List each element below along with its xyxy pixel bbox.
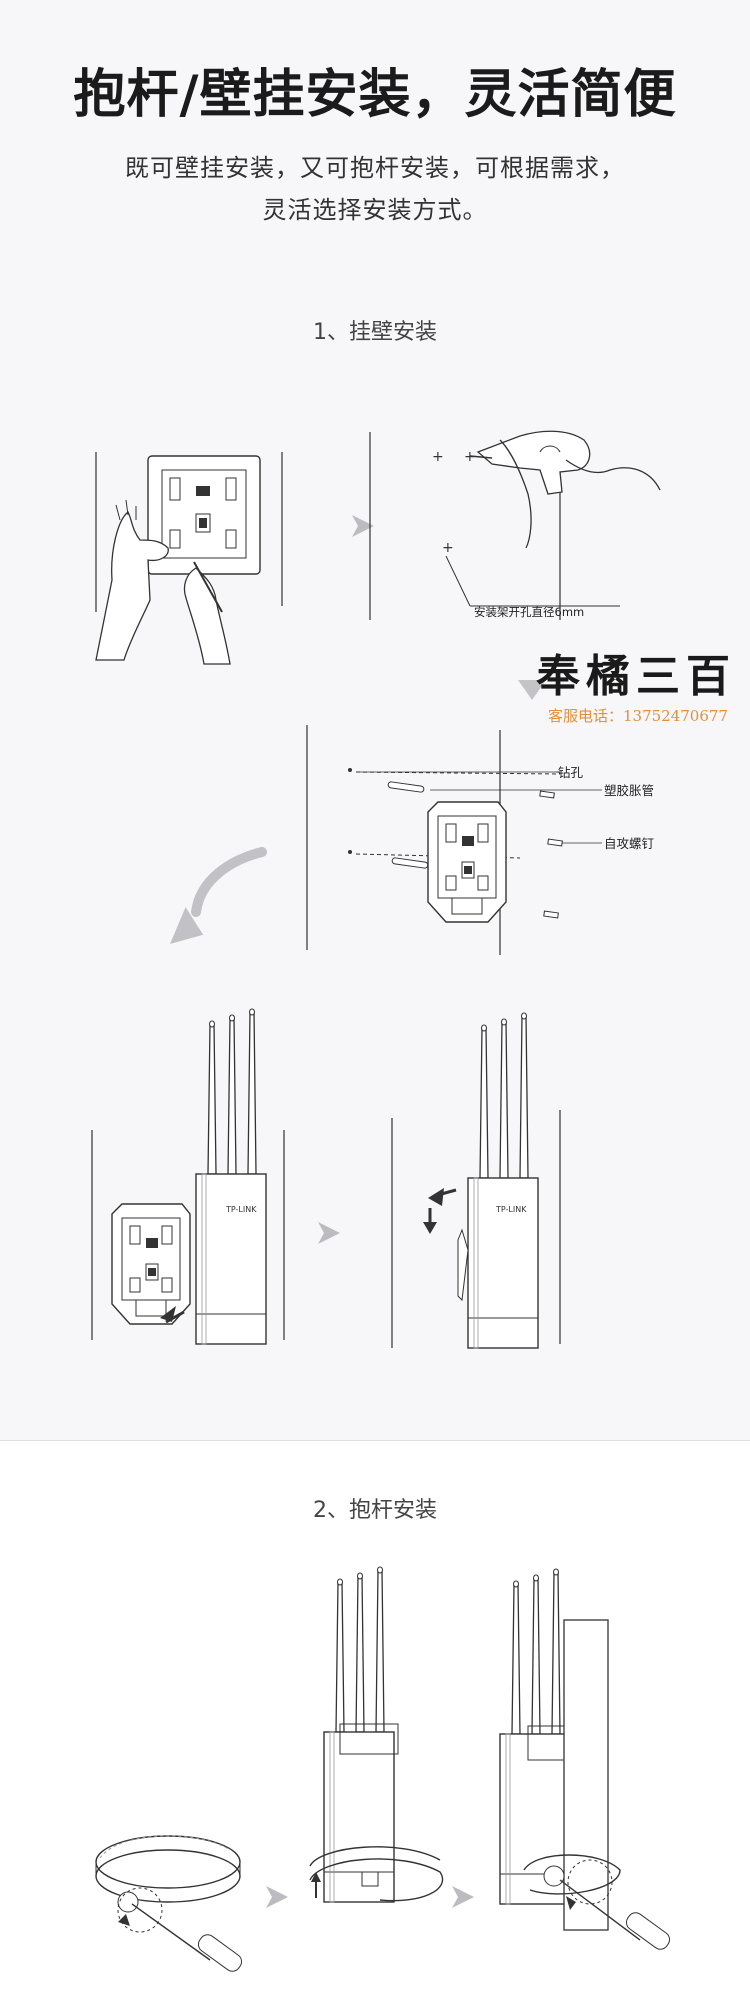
step-tighten-clamp-illustration <box>499 1568 671 1950</box>
step-slide-down-illustration: TP-LINK <box>391 1012 561 1349</box>
watermark-contact: 客服电话：13752470677 <box>548 707 728 725</box>
step-attach-ap-illustration: TP-LINK <box>91 1008 285 1345</box>
step-drill-illustration: + + + 安装架开孔直径6mm <box>369 430 661 620</box>
watermark-brand: 奉橘三百 <box>536 651 736 702</box>
next-step-arrow-1 <box>352 515 374 537</box>
down-arrow <box>518 680 546 700</box>
drill-hole-label: 钻孔 <box>558 765 584 780</box>
section-divider <box>0 1440 750 1441</box>
svg-text:+: + <box>432 449 444 465</box>
curved-arrow-head <box>170 907 204 945</box>
device-logo: TP-LINK <box>225 1205 257 1214</box>
subtitle-line-1: 既可壁挂安装，又可抱杆安装，可根据需求， <box>125 154 625 182</box>
drill-hole-diameter-label: 安装架开孔直径6mm <box>474 605 584 619</box>
curved-arrow <box>191 847 267 917</box>
step-wrap-clamp-illustration <box>309 1566 444 1903</box>
self-tapping-screw-label: 自攻螺钉 <box>604 836 655 851</box>
svg-text:+: + <box>464 449 476 465</box>
subtitle-line-2: 灵活选择安装方式。 <box>262 196 488 224</box>
page-title: 抱杆/壁挂安装，灵活简便 <box>73 65 677 125</box>
device-logo-2: TP-LINK <box>495 1205 527 1214</box>
step-mark-holes-illustration <box>95 452 283 665</box>
step-open-clamp-illustration <box>95 1835 243 1972</box>
svg-text:+: + <box>442 540 454 556</box>
plastic-anchor-label: 塑胶胀管 <box>604 783 654 798</box>
next-step-arrow-2 <box>318 1222 340 1244</box>
next-step-arrow-3 <box>266 1886 288 1908</box>
section-title-wall-mount: 1、挂壁安装 <box>313 320 437 345</box>
next-step-arrow-4 <box>452 1886 474 1908</box>
step-fasten-bracket-illustration: 钻孔 塑胶胀管 自攻螺钉 <box>306 725 655 955</box>
section-title-pole-mount: 2、抱杆安装 <box>313 1498 437 1523</box>
